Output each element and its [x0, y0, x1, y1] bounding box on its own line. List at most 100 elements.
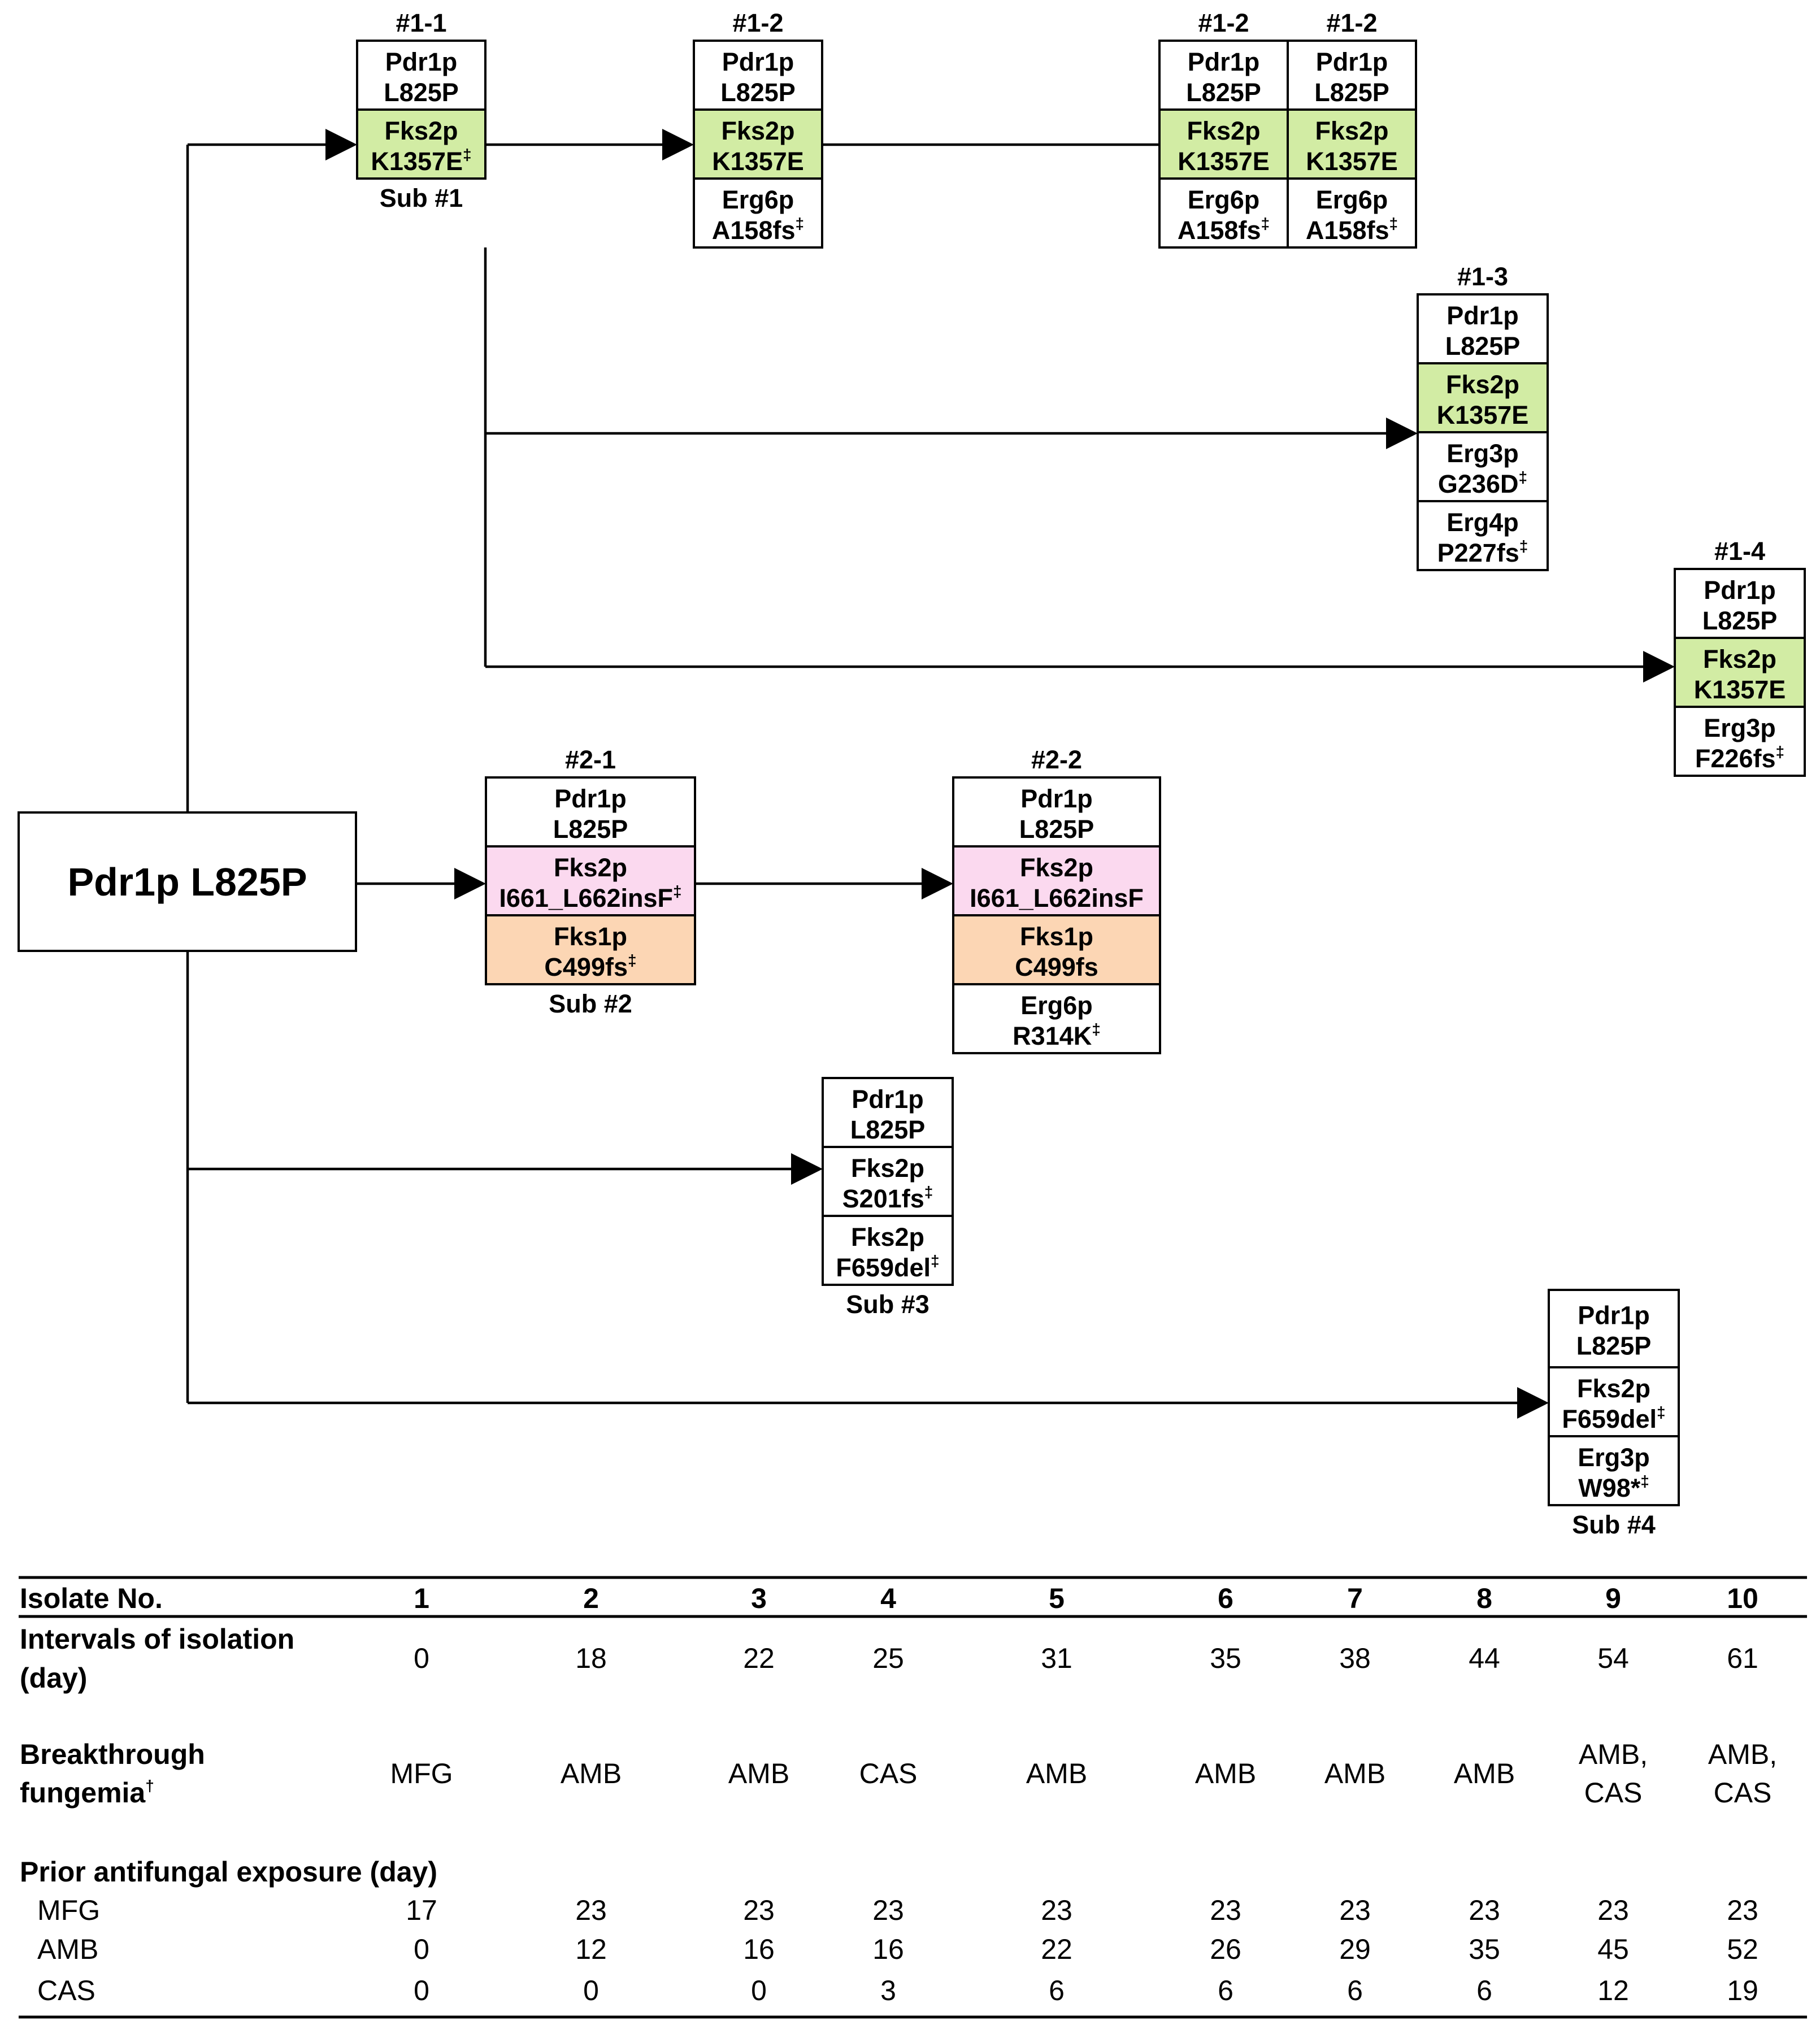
mutation-name: I661_L662insF: [970, 884, 1144, 912]
intervals-label: (day): [20, 1662, 87, 1694]
interval-value: 61: [1727, 1642, 1758, 1674]
protein-name: Fks2p: [1577, 1374, 1650, 1403]
breakthrough-label: fungemia†: [20, 1777, 154, 1809]
exposure-value: 6: [1049, 1975, 1065, 2006]
mutation-name: K1357E‡: [371, 146, 471, 176]
protein-name: Pdr1p: [1704, 576, 1776, 605]
exposure-value: 26: [1210, 1933, 1241, 1965]
footnote-mark: ‡: [1261, 215, 1270, 232]
drug-label: MFG: [37, 1894, 100, 1926]
exposure-value: 23: [1727, 1894, 1758, 1926]
mutation-name: W98*‡: [1578, 1472, 1649, 1502]
isolate-number: 10: [1727, 1583, 1758, 1614]
interval-value: 44: [1469, 1642, 1500, 1674]
interval-value: 22: [743, 1642, 775, 1674]
interval-value: 31: [1041, 1642, 1072, 1674]
arrow-to-sub-4: [1517, 1387, 1549, 1419]
exposure-value: 23: [1597, 1894, 1629, 1926]
protein-name: Fks2p: [1020, 853, 1093, 882]
exposure-value: 6: [1476, 1975, 1492, 2006]
mutation-name: C499fs: [1015, 953, 1098, 981]
exposure-value: 0: [751, 1975, 767, 2006]
arrow-to-2-1: [454, 868, 486, 899]
arrow-to-2-2: [922, 868, 953, 899]
exposure-value: 12: [1597, 1975, 1629, 2006]
protein-name: Fks2p: [851, 1154, 924, 1183]
breakthrough-value: AMB: [1454, 1758, 1515, 1789]
isolate-number: 2: [583, 1583, 599, 1614]
breakthrough-value: MFG: [390, 1758, 453, 1789]
root-genotype: Pdr1p L825P: [18, 811, 357, 952]
mutation-name: F659del‡: [1562, 1403, 1665, 1433]
connector-lines: [186, 129, 1675, 1419]
root-label: Pdr1p L825P: [67, 860, 307, 904]
isolate-number-label: #1-4: [1714, 537, 1765, 566]
footnote-mark: †: [145, 1777, 154, 1794]
mutation-cell: [1158, 177, 1289, 249]
protein-name: Fks2p: [554, 853, 627, 882]
mutation-cell: [1287, 108, 1417, 180]
exposure-value: 23: [1339, 1894, 1371, 1926]
exposure-value: 17: [406, 1894, 437, 1926]
protein-name: Erg6p: [1316, 185, 1388, 214]
breakthrough-value: AMB,: [1708, 1739, 1777, 1770]
mutation-name: L825P: [1186, 78, 1261, 107]
exposure-value: 19: [1727, 1975, 1758, 2006]
exposure-value: 23: [1041, 1894, 1072, 1926]
isolate-number-label: #2-1: [565, 745, 616, 774]
mutation-name: S201fs‡: [842, 1183, 933, 1213]
mutation-cell: [1417, 293, 1549, 364]
arrow-to-1-4: [1643, 651, 1675, 683]
mutation-name: L825P: [720, 78, 796, 107]
footnote-mark: ‡: [1776, 743, 1785, 760]
mutation-cell: [952, 983, 1161, 1054]
mutation-cell: [485, 845, 696, 916]
exposure-value: 23: [872, 1894, 904, 1926]
footnote-mark: ‡: [1389, 215, 1398, 232]
mutation-name: C499fs‡: [544, 951, 636, 981]
mutation-cell: [485, 914, 696, 985]
mutation-name: K1357E: [1306, 147, 1398, 176]
mutation-name: L825P: [850, 1115, 926, 1144]
exposure-value: 12: [575, 1933, 607, 1965]
protein-name: Erg6p: [722, 185, 794, 214]
breakthrough-value: AMB: [1324, 1758, 1385, 1789]
mutation-name: K1357E: [1178, 147, 1270, 176]
mutation-name: L825P: [1019, 815, 1094, 844]
exposure-value: 6: [1218, 1975, 1233, 2006]
protein-name: Erg6p: [1020, 991, 1093, 1020]
breakthrough-value: CAS: [1584, 1777, 1643, 1809]
mutation-name: K1357E: [1437, 401, 1529, 429]
mutation-cell: [822, 1215, 954, 1286]
mutation-name: L825P: [1445, 332, 1521, 360]
subclone-label: Sub #1: [380, 184, 463, 212]
footnote-mark: ‡: [1519, 468, 1528, 486]
protein-name: Fks2p: [1187, 116, 1260, 145]
protein-name: Pdr1p: [554, 784, 627, 813]
footnote-mark: ‡: [796, 215, 805, 232]
mutation-cell: [1548, 1289, 1680, 1368]
drug-label: CAS: [37, 1975, 95, 2006]
footnote-mark: ‡: [1519, 537, 1528, 555]
protein-name: Fks2p: [1703, 645, 1776, 673]
interval-value: 25: [872, 1642, 904, 1674]
isolate-number: 9: [1605, 1583, 1621, 1614]
breakthrough-value: AMB: [561, 1758, 622, 1789]
mutation-cell: [952, 914, 1161, 985]
mutation-name: G236D‡: [1438, 468, 1527, 498]
exposure-value: 16: [743, 1933, 775, 1965]
protein-name: Erg6p: [1188, 185, 1260, 214]
mutation-name: L825P: [384, 78, 459, 107]
protein-name: Fks2p: [1315, 116, 1388, 145]
isolate-number-label: #1-2: [1326, 8, 1377, 37]
protein-name: Erg3p: [1447, 439, 1519, 468]
footnote-mark: ‡: [1657, 1403, 1666, 1421]
isolate-number-label: #2-2: [1031, 745, 1082, 774]
exposure-value: 0: [583, 1975, 599, 2006]
mutation-cell: [693, 40, 823, 111]
